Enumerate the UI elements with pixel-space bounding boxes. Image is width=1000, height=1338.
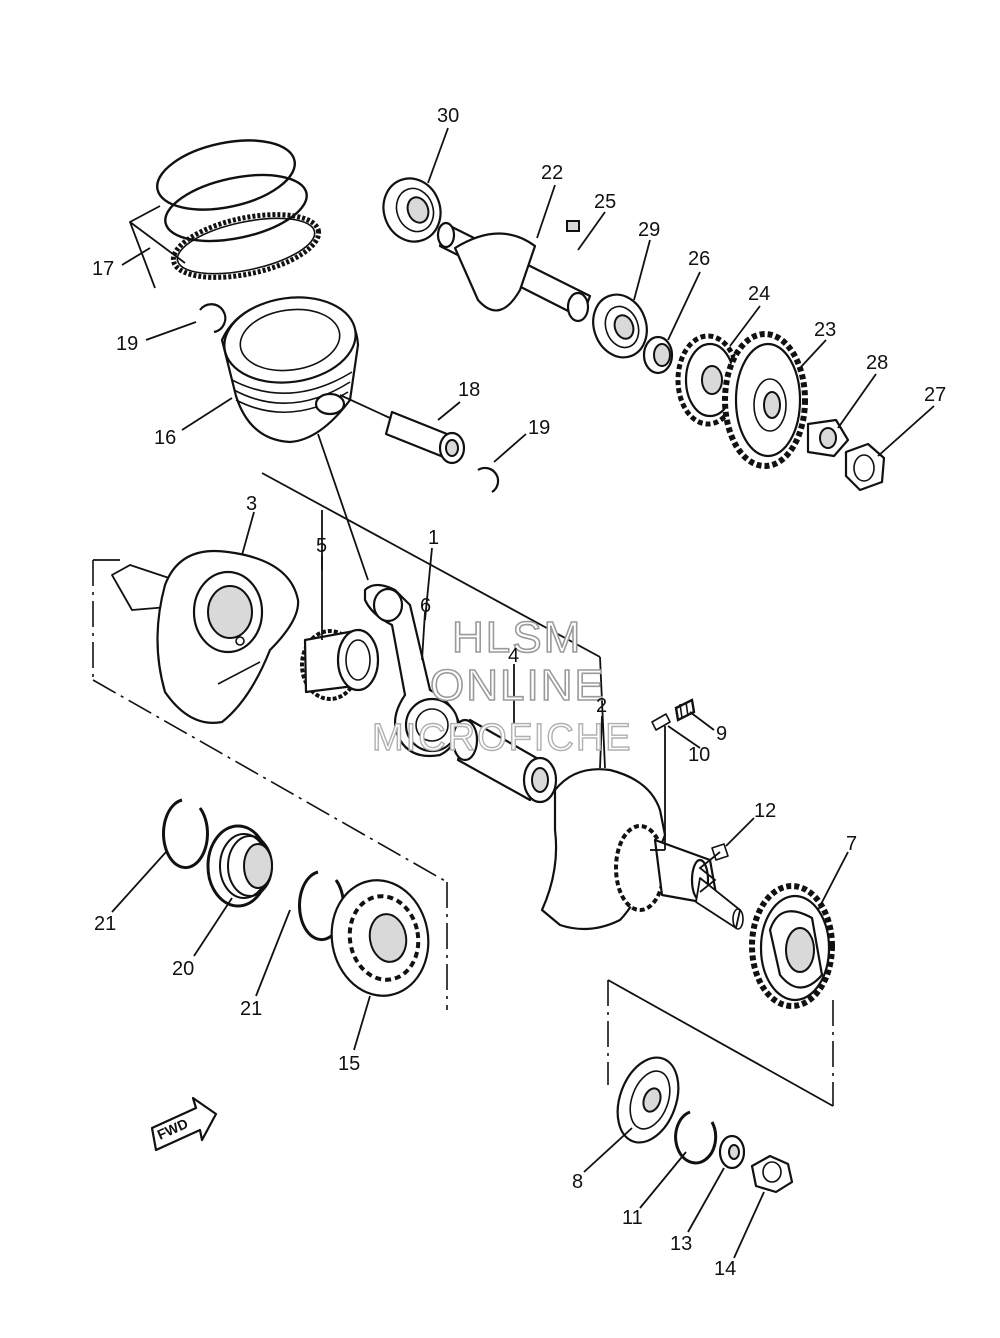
callout-17: 17 <box>92 258 114 280</box>
crank-half-left <box>111 549 300 724</box>
collar-26 <box>642 335 674 375</box>
callout-30: 30 <box>437 105 459 127</box>
callout-4: 4 <box>508 645 519 667</box>
callout-13: 13 <box>670 1233 692 1255</box>
lock-washer-28 <box>806 418 850 458</box>
callout-16: 16 <box>154 427 176 449</box>
piston-pin <box>339 394 466 465</box>
callout-numbers: 30 22 25 29 26 24 23 28 27 17 19 16 18 1… <box>92 105 946 1280</box>
fwd-arrow-icon: FWD <box>150 1096 218 1152</box>
ring-bracket <box>121 205 186 289</box>
callout-19-lower: 19 <box>528 417 550 439</box>
circlip-11 <box>674 1110 718 1165</box>
callout-19-upper: 19 <box>116 333 138 355</box>
drive-gear <box>749 883 835 1009</box>
circlip-21-left <box>162 798 209 870</box>
nut-27 <box>844 442 886 492</box>
callout-14: 14 <box>714 1258 736 1280</box>
callout-18: 18 <box>458 379 480 401</box>
gear-23 <box>722 331 808 469</box>
callout-5: 5 <box>316 535 327 557</box>
watermark: HLSM ONLINE MICROFICHE <box>371 612 633 760</box>
callout-25: 25 <box>594 191 616 213</box>
callout-6: 6 <box>420 595 431 617</box>
callout-20: 20 <box>172 958 194 980</box>
main-bearing-15 <box>330 879 430 997</box>
callout-27: 27 <box>924 384 946 406</box>
callout-24: 24 <box>748 283 770 305</box>
callout-8: 8 <box>572 1171 583 1193</box>
crank-half-right <box>540 768 744 931</box>
balancer-bearing-30 <box>382 177 442 243</box>
lower-assembly-bracket <box>607 979 834 1107</box>
callout-12: 12 <box>754 800 776 822</box>
circlip-lower <box>477 466 500 493</box>
key-12 <box>698 843 729 893</box>
callout-29: 29 <box>638 219 660 241</box>
spring-9 <box>674 698 696 722</box>
gear-24 <box>675 333 741 427</box>
watermark-line2: ONLINE <box>430 661 606 710</box>
callout-10: 10 <box>688 744 710 766</box>
callout-22: 22 <box>541 162 563 184</box>
callout-3: 3 <box>246 493 257 515</box>
callout-21-left: 21 <box>94 913 116 935</box>
callout-9: 9 <box>716 723 727 745</box>
piston-rings <box>156 139 322 280</box>
callout-2: 2 <box>596 695 607 717</box>
balancer-bearing-29 <box>592 293 648 359</box>
piston <box>220 296 360 444</box>
watermark-line1: HLSM <box>452 613 582 662</box>
washer-13 <box>718 1134 746 1170</box>
spacer-20 <box>206 824 273 908</box>
callout-11: 11 <box>622 1207 643 1229</box>
callout-26: 26 <box>688 248 710 270</box>
callout-28: 28 <box>866 352 888 374</box>
leader-lines <box>111 127 935 1259</box>
callout-1: 1 <box>428 527 439 549</box>
watermark-line3: MICROFICHE <box>372 717 633 759</box>
callout-21-right: 21 <box>240 998 262 1020</box>
callout-7: 7 <box>846 833 857 855</box>
balancer-shaft <box>436 220 592 323</box>
callout-15: 15 <box>338 1053 360 1075</box>
plate <box>616 1056 680 1144</box>
nut-14 <box>750 1154 794 1194</box>
needle-bearing <box>300 628 380 701</box>
circlip-upper <box>199 303 227 334</box>
crank-pin <box>451 718 558 804</box>
pin-10 <box>650 713 671 851</box>
callout-23: 23 <box>814 319 836 341</box>
